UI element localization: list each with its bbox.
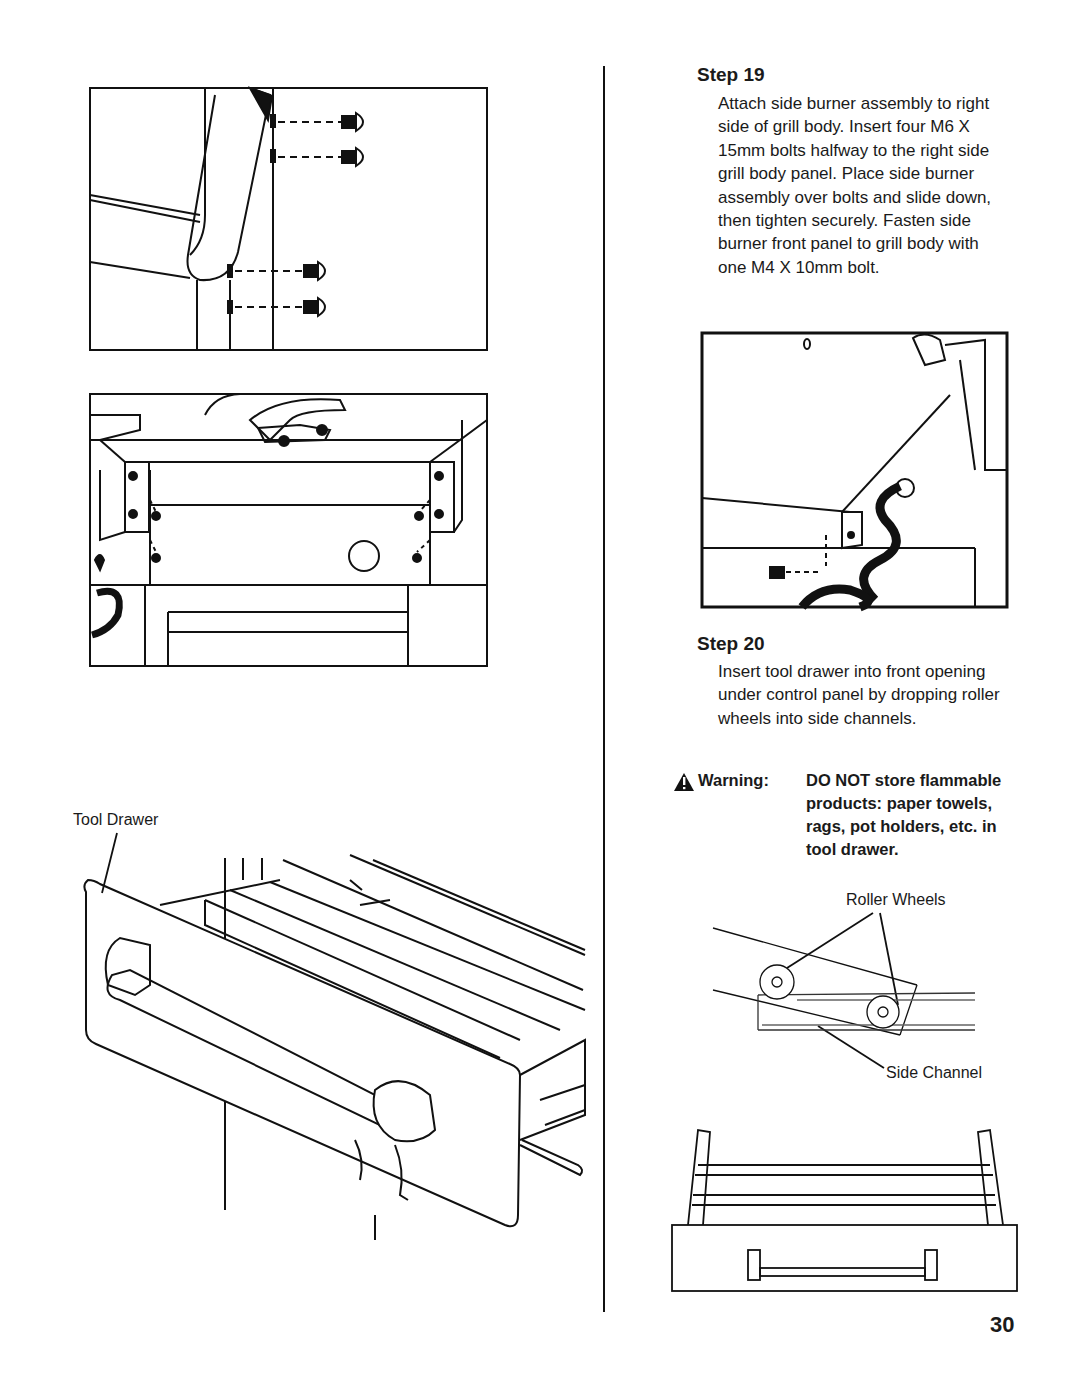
warning-icon xyxy=(674,773,694,791)
page-number: 30 xyxy=(990,1312,1040,1338)
roller-wheel-detail xyxy=(713,928,975,1035)
warning-label: Warning: xyxy=(698,769,808,792)
side-burner-bolt-figure xyxy=(90,88,487,350)
side-burner-front-figure xyxy=(702,333,1007,607)
step-heading: Step 19 xyxy=(697,63,897,87)
leader-line xyxy=(880,913,898,1005)
burner-bracket-figure xyxy=(90,394,487,666)
leader-line xyxy=(102,833,117,893)
drawer-front-view xyxy=(672,1130,1017,1291)
step-heading: Step 20 xyxy=(697,632,897,656)
part-label: Tool Drawer xyxy=(73,810,193,830)
part-label: Roller Wheels xyxy=(846,890,976,910)
part-label: Side Channel xyxy=(886,1063,1016,1083)
leader-line xyxy=(787,913,873,968)
warning-text: DO NOT store flammable products: paper t… xyxy=(806,769,1021,861)
instruction-text: Insert tool drawer into front opening un… xyxy=(718,660,1018,730)
column-divider xyxy=(603,66,605,1312)
leader-line xyxy=(818,1026,884,1068)
tool-drawer-figure xyxy=(84,855,585,1240)
instruction-text: Attach side burner assembly to right sid… xyxy=(718,92,1003,279)
